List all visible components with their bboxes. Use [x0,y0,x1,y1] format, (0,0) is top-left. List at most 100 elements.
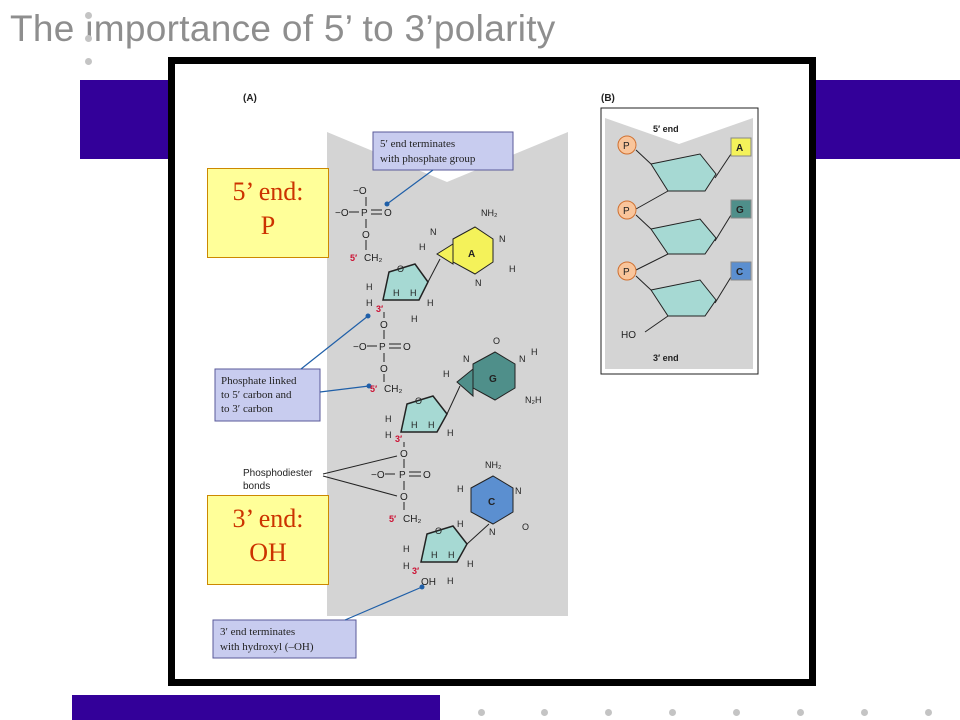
footer-dot [797,709,804,716]
sugar-o-3: O [435,526,442,536]
svg-text:NH₂: NH₂ [485,460,502,470]
panel-b-phosphate-1-label: P [623,141,630,152]
svg-text:H: H [419,242,426,252]
panel-b-5end: 5′ end [653,124,679,134]
note-5end-line1: 5′ end terminates [380,138,455,150]
svg-text:NH₂: NH₂ [481,208,498,218]
svg-text:H: H [531,347,538,357]
svg-text:H: H [457,519,464,529]
base-guanine: G O N N H H N₂H [443,336,542,415]
svg-text:O: O [384,208,392,219]
ch2-label-2: CH₂ [384,384,402,395]
callout-3prime-end: 3’ end: OH [207,495,329,585]
sugar-ring-1 [382,263,429,301]
svg-text:N: N [475,278,482,288]
svg-text:H: H [447,576,454,586]
svg-text:−O: −O [353,342,367,353]
note-link-box [214,368,321,422]
panel-b-phosphate-2 [617,200,637,220]
carbon-5-label-1: 5′ [350,253,357,263]
slide-title: The importance of 5’ to 3’polarity [10,8,556,49]
svg-text:H: H [403,544,410,554]
svg-text:H: H [411,420,418,430]
phosphodiester-pointer-b [322,475,398,497]
panel-b-ho: HO [621,330,636,341]
svg-text:N: N [515,486,522,496]
decor-dot [85,35,92,42]
sugar-o-1: O [397,264,404,274]
svg-text:O: O [403,342,411,353]
svg-text:−O: −O [353,186,367,197]
svg-text:H: H [447,428,454,438]
note-link-line1: Phosphate linked [221,375,297,387]
callout-3prime-line1: 3’ end: [232,504,304,533]
note-5end-line2: with phosphate group [380,153,476,165]
carbon-5-label-2: 5′ [370,384,377,394]
hydroxyl-3prime: OH [421,577,436,588]
svg-text:N₂H: N₂H [525,395,542,405]
guanine-letter: G [489,374,497,385]
svg-text:H: H [410,288,417,298]
svg-text:H: H [427,298,434,308]
panel-b-base-a [730,137,752,157]
svg-text:N: N [499,234,506,244]
pointer-5end-dot [384,201,390,207]
panel-b-phosphate-2-label: P [623,206,630,217]
svg-text:H: H [385,430,392,440]
dna-polarity-diagram: (A) 5′ end terminates with phosphate gro… [212,93,759,659]
pointer-link-3prime [300,315,369,370]
svg-text:H: H [366,298,373,308]
pointer-link-5prime [319,385,370,393]
panel-b-phosphate-1 [617,135,637,155]
svg-text:N: N [430,227,437,237]
svg-text:O: O [362,230,370,241]
panel-b-phosphate-3-label: P [623,267,630,278]
pointer-5end [386,169,434,205]
panel-b-base-g [730,199,752,219]
phosphate-group-3: O −O P O O [371,442,431,510]
footer-dot [478,709,485,716]
ch2-label-1: CH₂ [364,253,382,264]
note-3end-box [212,619,357,659]
svg-text:O: O [400,492,408,503]
callout-5prime-line2: P [260,211,276,240]
panel-b-sugar-2 [650,218,717,255]
sugar-h-atoms-1: H H H H H H [366,282,434,324]
carbon-5-label-3: 5′ [389,514,396,524]
svg-text:H: H [448,550,455,560]
footer-dot [541,709,548,716]
footer-dot [605,709,612,716]
sugar-o-2: O [415,396,422,406]
panel-a-label: (A) [243,93,257,104]
panel-b-phosphate-3 [617,261,637,281]
note-5end-box [372,131,514,171]
base-cytosine: C NH₂ N N O H H [457,460,529,545]
footer-bar [72,695,440,720]
pointer-3end [344,586,423,621]
pointer-link-5prime-dot [366,383,372,389]
svg-text:O: O [380,364,388,375]
svg-text:N: N [463,354,470,364]
footer-dot [669,709,676,716]
panel-b-label: (B) [601,93,615,104]
callout-5prime-line1: 5’ end: [232,177,304,206]
svg-text:H: H [509,264,516,274]
phosphodiester-pointer-a [322,455,398,475]
phosphodiester-line1: Phosphodiester [243,468,313,479]
svg-text:H: H [393,288,400,298]
base-adenine: A NH₂ N N N H H [419,208,516,288]
callout-5prime-end: 5’ end: P [207,168,329,258]
footer-dot [733,709,740,716]
phosphate-group-2: O −O P O O [353,312,411,382]
footer-dot [861,709,868,716]
adenine-letter: A [468,249,475,260]
panel-b-3end: 3′ end [653,353,679,363]
ch2-label-3: CH₂ [403,514,421,525]
svg-text:O: O [400,449,408,460]
svg-text:O: O [423,470,431,481]
svg-text:H: H [443,369,450,379]
svg-text:H: H [411,314,418,324]
phosphodiester-line2: bonds [243,481,270,492]
pointer-link-3prime-dot [365,313,371,319]
footer-dot [925,709,932,716]
